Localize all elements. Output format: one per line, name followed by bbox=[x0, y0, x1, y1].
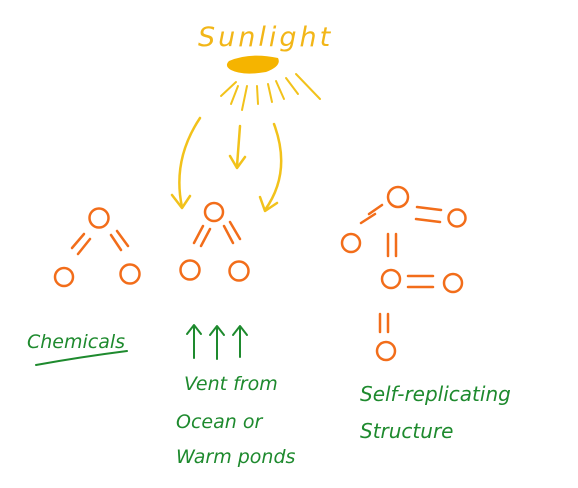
title-sunlight: Sunlight bbox=[198, 22, 333, 53]
molecule-vent bbox=[179, 201, 250, 282]
label-self-replicating: Self-replicating Structure bbox=[360, 382, 511, 443]
label-chemicals-text: Chemicals bbox=[27, 331, 125, 353]
label-vent-line-1: Vent from bbox=[184, 373, 278, 395]
molecule-chemicals bbox=[53, 207, 141, 288]
label-chemicals: Chemicals bbox=[27, 331, 128, 366]
molecule-self-replicating bbox=[340, 185, 467, 362]
label-self-line-1: Self-replicating bbox=[360, 382, 511, 406]
sun-icon bbox=[220, 55, 321, 111]
energy-arrow-icon bbox=[170, 116, 283, 213]
label-self-line-2: Structure bbox=[360, 419, 453, 443]
label-vent-line-3: Warm ponds bbox=[176, 446, 296, 468]
label-vent: Vent from Ocean or Warm ponds bbox=[176, 373, 296, 468]
label-vent-line-2: Ocean or bbox=[176, 411, 263, 433]
up-arrow-icon bbox=[186, 324, 248, 360]
